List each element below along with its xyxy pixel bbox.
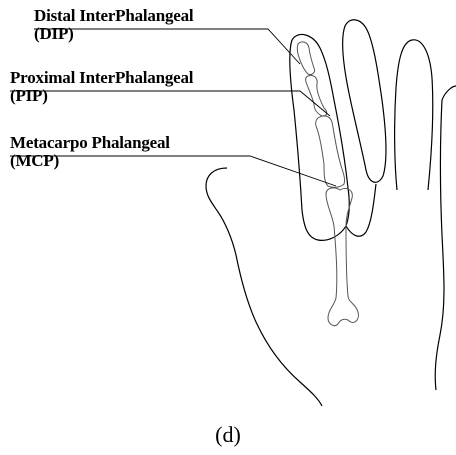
middle-phalanx-bone [306, 75, 327, 116]
mcp-abbreviation: (MCP) [10, 152, 59, 169]
proximal-phalanx-bone [316, 116, 345, 187]
dip-abbreviation: (DIP) [34, 25, 74, 42]
pip-label: Proximal InterPhalangeal [10, 69, 193, 86]
metacarpal-bone [326, 188, 358, 326]
figure-caption: (d) [0, 422, 456, 448]
dip-leader-line [34, 29, 300, 64]
distal-phalanx-bone [297, 42, 314, 75]
dip-label: Distal InterPhalangeal [34, 7, 193, 24]
middle-finger-outline [343, 20, 386, 183]
pip-leader-line [10, 91, 330, 116]
mcp-label: Metacarpo Phalangeal [10, 134, 170, 151]
ring-finger-outline [395, 40, 433, 190]
finger-web-outline [346, 184, 376, 236]
hand-palm-outline [206, 168, 322, 406]
pip-abbreviation: (PIP) [10, 87, 48, 104]
little-finger-outline [435, 86, 456, 390]
